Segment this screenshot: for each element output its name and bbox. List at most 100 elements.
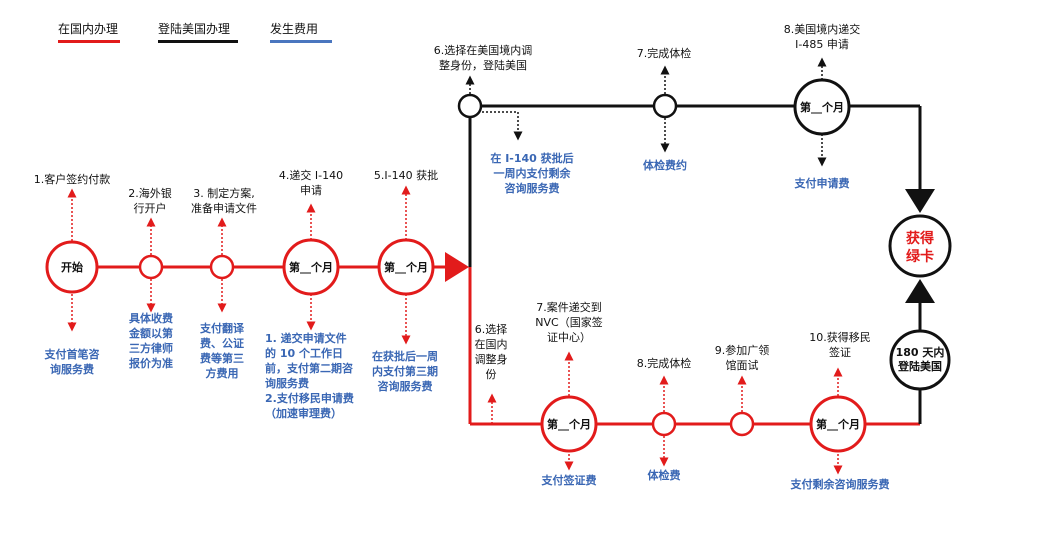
step4-text-1: 4.递交 I-140 bbox=[278, 169, 344, 182]
cost2-text-1: 具体收费 bbox=[129, 312, 173, 325]
green-card-label-2: 绿卡 bbox=[906, 248, 934, 265]
legend-domestic-line bbox=[58, 40, 120, 43]
step3-node bbox=[209, 254, 235, 280]
step5-label: 5.I-140 获批 bbox=[374, 168, 438, 183]
dom-cost8-text: 体检费 bbox=[647, 469, 681, 482]
dom-step9-node bbox=[729, 411, 755, 437]
legend-domestic: 在国内办理 bbox=[58, 20, 118, 37]
step2-text-2: 行开户 bbox=[133, 202, 167, 215]
legend-cost: 发生费用 bbox=[270, 20, 318, 37]
step1-label: 1.客户签约付款 bbox=[34, 172, 111, 187]
cost3-text-1: 支付翻译 bbox=[200, 322, 244, 335]
us-step6-node bbox=[457, 93, 483, 119]
step2-node bbox=[138, 254, 164, 280]
cost5-label: 在获批后一周 内支付第三期 咨询服务费 bbox=[372, 349, 438, 394]
cost4-text-3: 前，支付第二期咨 bbox=[265, 362, 353, 375]
green-card-node bbox=[888, 214, 952, 278]
cost3-text-2: 费、公证 bbox=[200, 337, 244, 350]
dom-step6-text-3: 调整身 bbox=[474, 353, 508, 366]
cost3-label: 支付翻译 费、公证 费等第三 方费用 bbox=[200, 321, 244, 381]
step2-label: 2.海外银 行开户 bbox=[128, 186, 172, 216]
land-180days-node bbox=[889, 329, 951, 391]
dom-cost10-label: 支付剩余咨询服务费 bbox=[791, 477, 890, 492]
dom-step6-text-4: 份 bbox=[485, 368, 497, 381]
legend-cost-label: 发生费用 bbox=[270, 22, 319, 36]
step3-label: 3. 制定方案, 准备申请文件 bbox=[191, 186, 257, 216]
us-connectors bbox=[465, 57, 827, 167]
cost4-text-5: 2.支付移民申请费 bbox=[265, 392, 354, 405]
dom-step7-text-2: NVC（国家签 bbox=[535, 316, 603, 329]
dom-step10-text-2: 签证 bbox=[829, 346, 851, 359]
step5-text: 5.I-140 获批 bbox=[373, 169, 439, 182]
legend-us: 登陆美国办理 bbox=[158, 20, 230, 37]
dom-cost7-text: 支付签证费 bbox=[541, 474, 597, 487]
cost4-label: 1. 递交申请文件 的 10 个工作日 前，支付第二期咨 询服务费 2.支付移民… bbox=[265, 331, 354, 421]
land-180days-label-2: 登陆美国 bbox=[897, 359, 942, 373]
us-cost6-text-1: 在 I-140 获批后 bbox=[490, 152, 574, 165]
dom-step7-month-label: 第__个月 bbox=[547, 417, 591, 431]
us-step6-text-1: 6.选择在美国境内调 bbox=[433, 44, 533, 57]
dom-step10-label: 10.获得移民 签证 bbox=[809, 330, 871, 360]
dom-step9-text-1: 9.参加广领 bbox=[714, 344, 770, 357]
us-step8-text-1: 8.美国境内递交 bbox=[783, 23, 861, 36]
us-step7-text: 7.完成体检 bbox=[636, 47, 692, 60]
dom-step6-label: 6.选择 在国内 调整身 份 bbox=[475, 322, 508, 382]
step3-text-2: 准备申请文件 bbox=[191, 202, 257, 215]
legend-cost-line bbox=[270, 40, 332, 43]
dom-step7-month-node bbox=[540, 395, 598, 453]
us-cost6-text-2: 一周内支付剩余 bbox=[493, 167, 571, 180]
us-step8-text-2: I-485 申请 bbox=[795, 38, 849, 51]
cost4-text-1: 1. 递交申请文件 bbox=[265, 332, 347, 345]
dom-cost8-label: 体检费 bbox=[648, 468, 681, 483]
us-cost8-label: 支付申请费 bbox=[795, 176, 850, 191]
cost4-text-6: （加速审理费） bbox=[265, 407, 342, 420]
dom-cost10-text: 支付剩余咨询服务费 bbox=[790, 478, 890, 491]
dom-step8-text: 8.完成体检 bbox=[636, 357, 692, 370]
dom-step7-label: 7.案件递交到 NVC（国家签 证中心） bbox=[535, 300, 602, 345]
cost3-text-4: 方费用 bbox=[205, 367, 239, 380]
dom-step10-month-node bbox=[809, 395, 867, 453]
step4-label: 4.递交 I-140 申请 bbox=[279, 168, 343, 198]
us-step7-node bbox=[652, 93, 678, 119]
dom-step9-label: 9.参加广领 馆面试 bbox=[715, 343, 770, 373]
legend-domestic-label: 在国内办理 bbox=[58, 22, 119, 36]
cost-connectors bbox=[67, 279, 843, 475]
start-node bbox=[45, 240, 99, 294]
dom-step6-text-1: 6.选择 bbox=[474, 323, 508, 336]
cost2-text-4: 报价为准 bbox=[129, 357, 173, 370]
dom-step10-month-label: 第__个月 bbox=[816, 417, 860, 431]
cost1-label: 支付首笔咨 询服务费 bbox=[45, 347, 100, 377]
step3-text-1: 3. 制定方案, bbox=[193, 187, 255, 200]
step-connectors bbox=[67, 185, 843, 425]
us-cost7-text: 体检费约 bbox=[643, 159, 687, 172]
us-cost7-label: 体检费约 bbox=[643, 158, 687, 173]
us-step8-label: 8.美国境内递交 I-485 申请 bbox=[784, 22, 861, 52]
dom-step7-text-1: 7.案件递交到 bbox=[536, 301, 602, 314]
dom-step9-text-2: 馆面试 bbox=[725, 359, 759, 372]
step4-month-label: 第__个月 bbox=[289, 260, 333, 274]
cost4-text-4: 询服务费 bbox=[265, 377, 309, 390]
us-step8-month-node bbox=[793, 78, 851, 136]
legend-us-line bbox=[158, 40, 238, 43]
dom-cost7-label: 支付签证费 bbox=[542, 473, 597, 488]
step5-month-node bbox=[377, 238, 435, 296]
step2-text-1: 2.海外银 bbox=[128, 187, 172, 200]
dom-step8-node bbox=[651, 411, 677, 437]
step1-text: 1.客户签约付款 bbox=[33, 173, 111, 186]
step5-month-label: 第__个月 bbox=[384, 260, 428, 274]
legend-us-label: 登陆美国办理 bbox=[158, 22, 231, 36]
dom-step7-text-3: 证中心） bbox=[547, 331, 591, 344]
us-cost6-text-3: 咨询服务费 bbox=[504, 182, 560, 195]
cost1-text-2: 询服务费 bbox=[50, 363, 94, 376]
dom-step8-label: 8.完成体检 bbox=[637, 356, 692, 371]
cost5-text-1: 在获批后一周 bbox=[372, 350, 438, 363]
cost2-label: 具体收费 金额以第 三方律师 报价为准 bbox=[129, 311, 173, 371]
cost2-text-3: 三方律师 bbox=[129, 342, 173, 355]
us-cost6-label: 在 I-140 获批后 一周内支付剩余 咨询服务费 bbox=[490, 151, 573, 196]
dom-step6-text-2: 在国内 bbox=[474, 338, 508, 351]
dom-step10-text-1: 10.获得移民 bbox=[809, 331, 871, 344]
step4-text-2: 申请 bbox=[299, 184, 322, 197]
us-step8-month-label: 第__个月 bbox=[800, 100, 844, 114]
green-card-label-1: 获得 bbox=[906, 230, 934, 247]
